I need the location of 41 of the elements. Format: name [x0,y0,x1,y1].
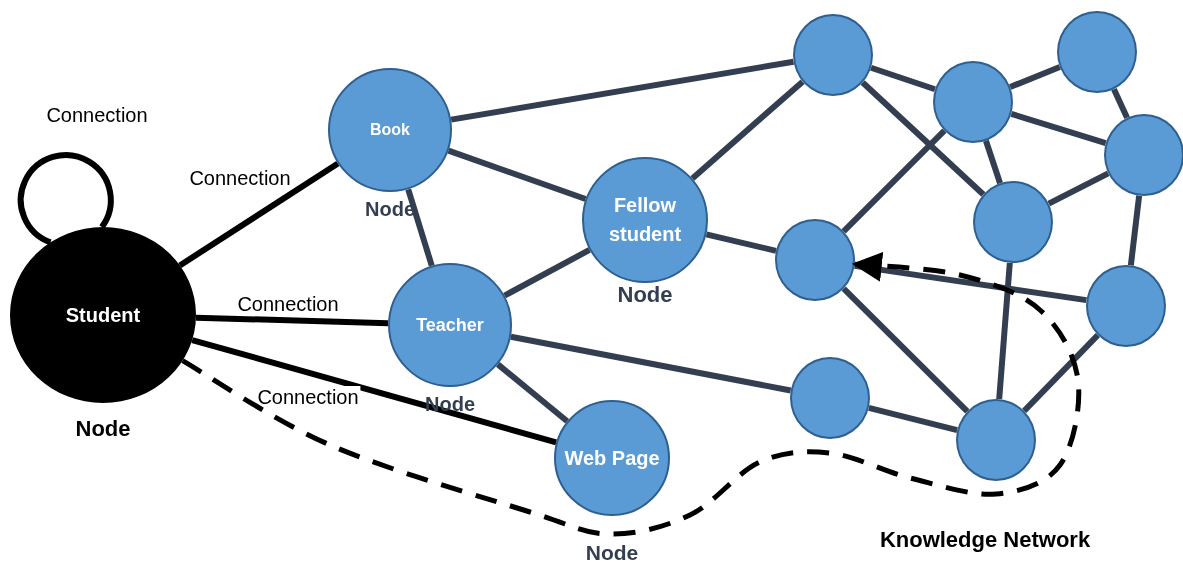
connection-line [996,262,1013,400]
empty-node-circle [793,14,873,96]
node-caption: Node [75,416,131,442]
connection-line [1127,195,1143,266]
empty-node-circle [775,219,855,301]
connection-line [870,64,936,93]
node-caption: Node [365,198,415,221]
connection-line [496,362,570,424]
connection-line [447,147,587,202]
connection-line [405,188,435,267]
node-label: Web Page [563,445,661,471]
node-label: Fellow student [607,193,683,247]
empty-node-circle [956,399,1036,481]
connection-line [1010,111,1107,146]
connection-line [191,337,557,446]
node-caption: Node [585,541,639,564]
connection-line [860,80,986,197]
connection-line [1047,170,1110,207]
connection-line [1022,332,1100,414]
node-caption: Node [425,393,475,416]
node-caption: Node [617,282,673,308]
connection-line [195,314,389,327]
connection-line [841,128,947,234]
connection-line [510,333,792,394]
connection-line [705,231,777,254]
node-label: Teacher [415,313,485,337]
node-label: Book [369,120,411,141]
connection-line [841,286,970,414]
node-label: Student [64,302,142,328]
connection-line [1009,64,1061,90]
dashed-arrow [181,251,1082,537]
connection-line [690,79,805,181]
connection-line [503,247,591,299]
connection-line [450,58,795,123]
connection-line [868,404,958,434]
connection-line [1111,87,1130,120]
connection-line [17,152,114,246]
empty-node-circle [973,181,1053,263]
network-title: Knowledge Network [879,527,1091,553]
connection-line [178,161,340,268]
connection-line [983,139,1003,185]
